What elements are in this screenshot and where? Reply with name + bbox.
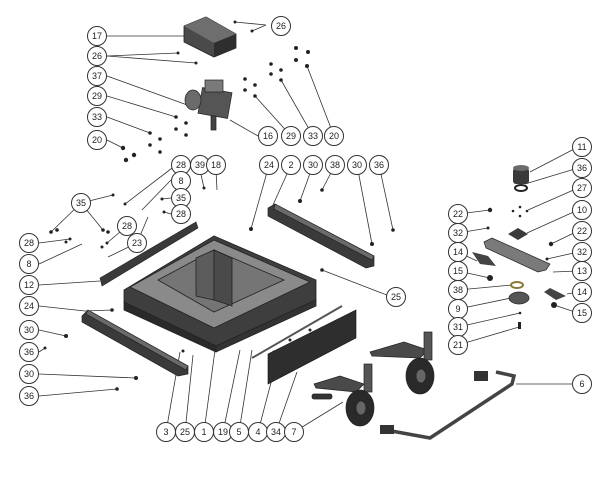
callout-36[interactable]: 36 [19,342,39,362]
callout-25[interactable]: 25 [386,287,406,307]
hardware-fasteners [43,20,557,391]
callout-23[interactable]: 23 [127,233,147,253]
callout-33[interactable]: 33 [87,107,107,127]
callout-30[interactable]: 30 [19,320,39,340]
caster-wheel-front [311,363,375,427]
callout-38[interactable]: 38 [448,280,468,300]
callout-6[interactable]: 6 [572,374,592,394]
callout-24[interactable]: 24 [259,155,279,175]
rod [251,305,343,359]
washer-36 [514,184,528,192]
callout-32[interactable]: 32 [572,242,592,262]
callout-18[interactable]: 18 [206,155,226,175]
callout-5[interactable]: 5 [229,422,249,442]
callout-29[interactable]: 29 [87,86,107,106]
disc-9 [508,291,530,305]
motor-assembly [184,79,233,131]
callout-33[interactable]: 33 [303,126,323,146]
bushing-11 [513,165,529,184]
motor-cover [183,16,237,58]
callout-32[interactable]: 32 [448,223,468,243]
bracket-14a [472,252,496,266]
callout-29[interactable]: 29 [281,126,301,146]
callout-26[interactable]: 26 [271,16,291,36]
callout-12[interactable]: 12 [19,275,39,295]
front-rail [99,221,199,287]
callout-25[interactable]: 25 [175,422,195,442]
callout-30[interactable]: 30 [303,155,323,175]
callout-16[interactable]: 16 [258,126,278,146]
base-frame [123,235,317,353]
callout-27[interactable]: 27 [572,178,592,198]
callout-1[interactable]: 1 [194,422,214,442]
callout-11[interactable]: 11 [572,137,592,157]
plate-10 [508,228,528,240]
callout-36[interactable]: 36 [572,158,592,178]
callout-36[interactable]: 36 [369,155,389,175]
callout-20[interactable]: 20 [87,130,107,150]
callout-3[interactable]: 3 [156,422,176,442]
callout-38[interactable]: 38 [325,155,345,175]
callout-21[interactable]: 21 [448,335,468,355]
callout-34[interactable]: 34 [266,422,286,442]
callout-28[interactable]: 28 [117,216,137,236]
callout-22[interactable]: 22 [572,221,592,241]
callout-28[interactable]: 28 [19,233,39,253]
callout-37[interactable]: 37 [87,66,107,86]
callout-13[interactable]: 13 [572,261,592,281]
callout-8[interactable]: 8 [19,254,39,274]
side-rail-left [81,309,189,377]
callout-36[interactable]: 36 [19,386,39,406]
callout-24[interactable]: 24 [19,296,39,316]
callout-14[interactable]: 14 [448,242,468,262]
callout-2[interactable]: 2 [281,155,301,175]
caster-wheel-rear [369,331,435,395]
callout-30[interactable]: 30 [19,364,39,384]
callout-14[interactable]: 14 [572,282,592,302]
bracket-14b [544,288,566,300]
callout-7[interactable]: 7 [284,422,304,442]
callout-15[interactable]: 15 [572,303,592,323]
callout-31[interactable]: 31 [448,317,468,337]
callout-20[interactable]: 20 [324,126,344,146]
callout-26[interactable]: 26 [87,46,107,66]
callout-8[interactable]: 8 [171,171,191,191]
callout-9[interactable]: 9 [448,299,468,319]
callout-10[interactable]: 10 [572,200,592,220]
back-panel [267,309,357,385]
side-rail-right [267,203,375,269]
washer-38 [510,281,524,289]
callout-4[interactable]: 4 [248,422,268,442]
callout-28[interactable]: 28 [171,204,191,224]
callout-22[interactable]: 22 [448,204,468,224]
callout-15[interactable]: 15 [448,261,468,281]
arm-bar-13 [483,237,551,273]
tow-handle [380,370,517,440]
callout-39[interactable]: 39 [190,155,210,175]
callout-17[interactable]: 17 [87,26,107,46]
callout-35[interactable]: 35 [71,193,91,213]
callout-30[interactable]: 30 [347,155,367,175]
